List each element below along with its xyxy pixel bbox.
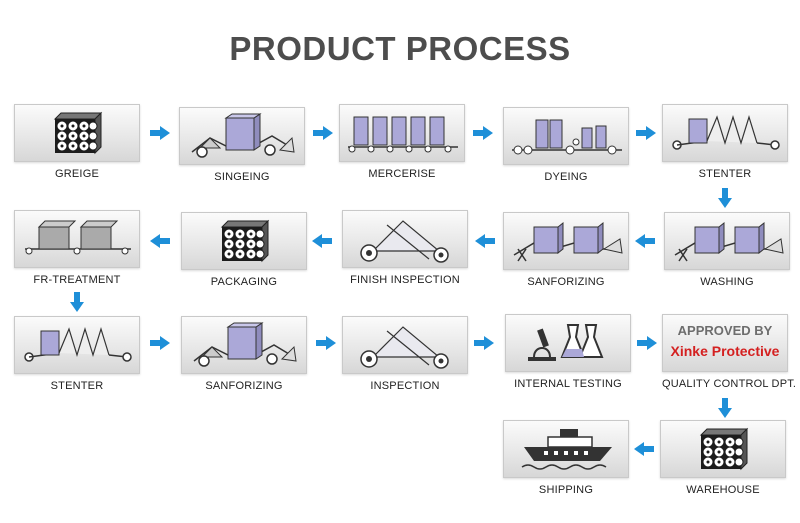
step-label: STENTER: [698, 168, 752, 180]
step-label: FR-TREATMENT: [33, 274, 121, 286]
arrow-down-icon: [718, 188, 732, 208]
arrow-left-icon: [475, 234, 495, 248]
fabric-roll-stack-icon: [221, 220, 269, 262]
fabric-roll-stack-icon: [54, 112, 102, 154]
arrow-right-icon: [637, 336, 657, 350]
step-shipping: SHIPPING: [503, 420, 629, 496]
washing-machine-icon: [674, 222, 784, 262]
step-card: [505, 314, 631, 372]
step-dyeing: DYEING: [503, 107, 629, 183]
step-label: MERCERISE: [368, 168, 436, 180]
microscope-flask-icon: [527, 324, 603, 362]
step-card: [503, 420, 629, 478]
stenter-machine-icon: [24, 328, 132, 362]
step-fr-treatment: FR-TREATMENT: [14, 210, 140, 286]
inspection-frame-icon: [360, 220, 449, 263]
arrow-right-icon: [473, 126, 493, 140]
step-label: SANFORIZING: [527, 276, 605, 288]
step-card: [662, 104, 788, 162]
sanforizing-machine-icon: [193, 322, 297, 367]
step-finish-inspection: FINISH INSPECTION: [342, 210, 468, 286]
step-card: [14, 316, 140, 374]
step-sanforizing-2: SANFORIZING: [181, 316, 307, 392]
step-label: GREIGE: [55, 168, 99, 180]
step-label: WASHING: [700, 276, 754, 288]
step-label: DYEING: [544, 171, 588, 183]
step-card: [179, 107, 305, 165]
inspection-frame-icon: [360, 326, 449, 369]
page-title: PRODUCT PROCESS: [229, 30, 571, 67]
mercerise-machine-icon: [347, 116, 459, 153]
sanforizing-machine-icon: [513, 222, 623, 262]
dyeing-machine-icon: [511, 119, 623, 155]
step-card: [660, 420, 786, 478]
step-mercerise: MERCERISE: [339, 104, 465, 180]
fr-treatment-machine-icon: [24, 220, 132, 255]
arrow-right-icon: [636, 126, 656, 140]
step-card: [14, 104, 140, 162]
arrow-left-icon: [634, 442, 654, 456]
arrow-down-icon: [718, 398, 732, 418]
step-label: STENTER: [50, 380, 104, 392]
step-singeing: SINGEING: [179, 107, 305, 183]
step-card: [339, 104, 465, 162]
arrow-down-icon: [70, 292, 84, 312]
step-card: [503, 212, 629, 270]
step-label: SHIPPING: [538, 484, 594, 496]
step-warehouse: WAREHOUSE: [660, 420, 786, 496]
arrow-right-icon: [316, 336, 336, 350]
step-card: [664, 212, 790, 270]
step-inspection: INSPECTION: [342, 316, 468, 392]
singeing-machine-icon: [191, 113, 295, 158]
step-label: SANFORIZING: [205, 380, 283, 392]
step-card: [342, 316, 468, 374]
ship-icon: [521, 428, 613, 470]
step-label: WAREHOUSE: [686, 484, 760, 496]
step-label: PACKAGING: [210, 276, 278, 288]
arrow-right-icon: [150, 126, 170, 140]
step-label: QUALITY CONTROL DPT.: [662, 378, 797, 390]
step-packaging: PACKAGING: [181, 212, 307, 288]
step-internal-testing: INTERNAL TESTING: [505, 314, 631, 390]
step-label: FINISH INSPECTION: [350, 274, 460, 286]
step-stenter-1: STENTER: [662, 104, 788, 180]
step-label: INTERNAL TESTING: [514, 378, 622, 390]
stamp-approved-by: APPROVED BY: [677, 323, 773, 338]
step-card: [181, 212, 307, 270]
arrow-right-icon: [474, 336, 494, 350]
arrow-right-icon: [313, 126, 333, 140]
stenter-machine-icon: [672, 116, 780, 150]
step-washing: WASHING: [664, 212, 790, 288]
step-greige: GREIGE: [14, 104, 140, 180]
step-label: INSPECTION: [370, 380, 440, 392]
step-label: SINGEING: [214, 171, 270, 183]
step-quality-control: APPROVED BY Xinke Protective QUALITY CON…: [662, 314, 797, 390]
step-card: [14, 210, 140, 268]
step-card: [503, 107, 629, 165]
step-card: [342, 210, 468, 268]
arrow-left-icon: [312, 234, 332, 248]
stamp-company: Xinke Protective: [670, 343, 780, 359]
approval-stamp: APPROVED BY Xinke Protective: [662, 314, 788, 372]
arrow-left-icon: [150, 234, 170, 248]
step-card: [181, 316, 307, 374]
step-sanforizing-1: SANFORIZING: [503, 212, 629, 288]
arrow-right-icon: [150, 336, 170, 350]
arrow-left-icon: [635, 234, 655, 248]
fabric-roll-stack-icon: [700, 428, 748, 470]
step-stenter-2: STENTER: [14, 316, 140, 392]
